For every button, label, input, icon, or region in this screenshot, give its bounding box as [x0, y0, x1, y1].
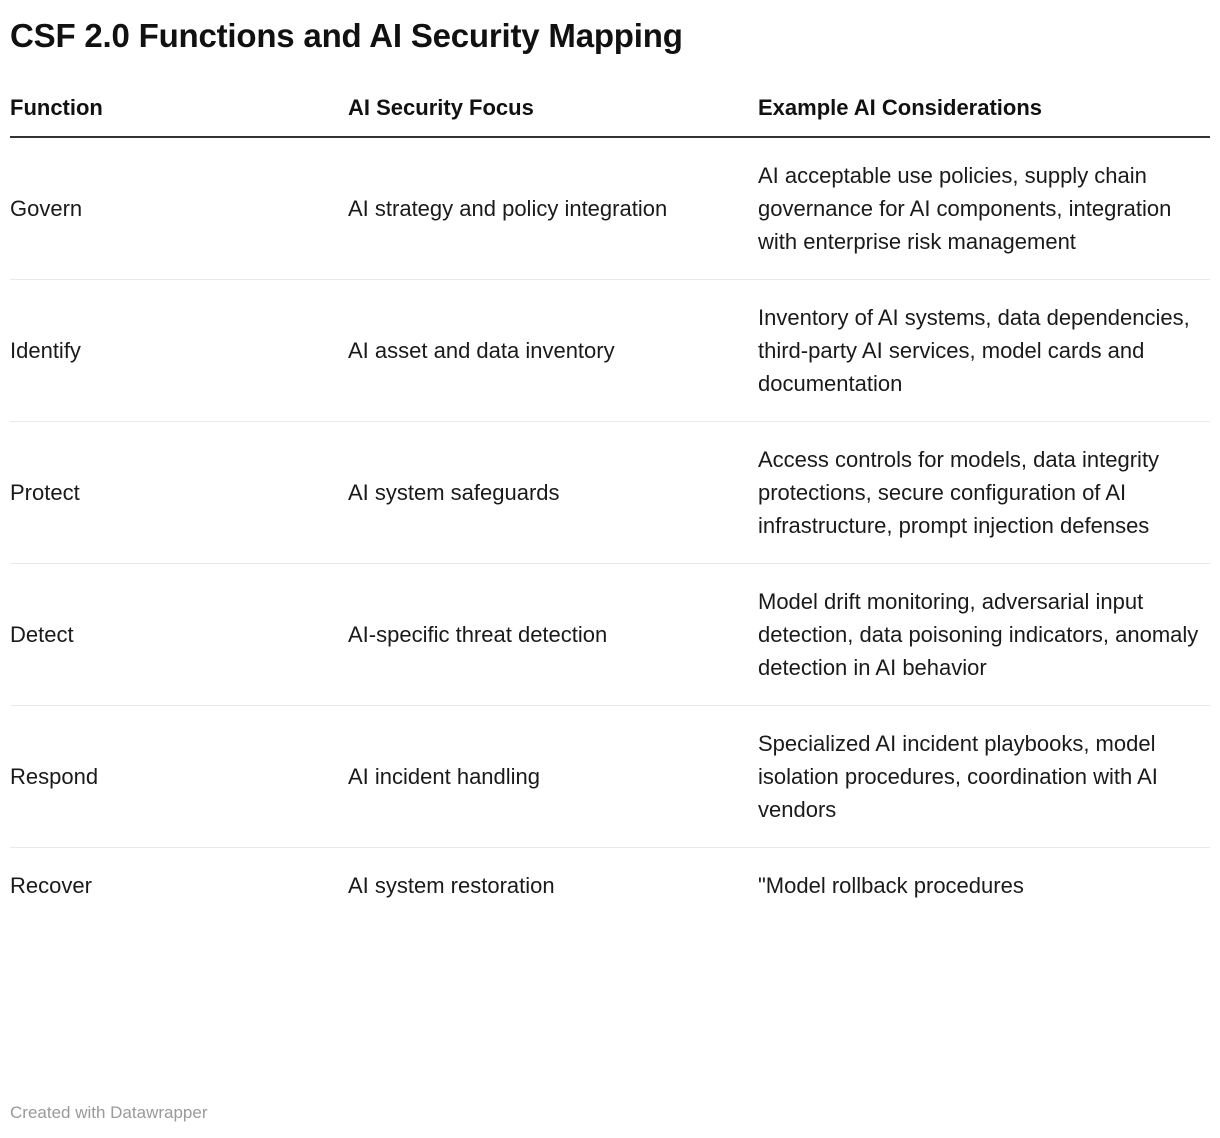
cell-considerations: Specialized AI incident playbooks, model…	[758, 705, 1210, 848]
column-header-considerations-label: Example AI Considerations	[758, 95, 1043, 120]
cell-function: Respond	[10, 705, 348, 848]
cell-function: Govern	[10, 137, 348, 280]
table-row: Respond AI incident handling Specialized…	[10, 705, 1210, 848]
cell-considerations: "Model rollback procedures	[758, 873, 1024, 898]
table-row: Protect AI system safeguards Access cont…	[10, 421, 1210, 564]
table-row: Detect AI-specific threat detection Mode…	[10, 563, 1210, 706]
column-header-function: Function	[10, 94, 348, 138]
column-header-focus-label: AI Security Focus	[348, 95, 534, 120]
table-row: Govern AI strategy and policy integratio…	[10, 137, 1210, 280]
cell-function: Recover	[10, 873, 92, 898]
cell-function: Protect	[10, 421, 348, 564]
table-row: Identify AI asset and data inventory Inv…	[10, 279, 1210, 422]
table-header: Function AI Security Focus Example AI Co…	[10, 94, 1210, 138]
cell-function: Identify	[10, 279, 348, 422]
cell-considerations: AI acceptable use policies, supply chain…	[758, 137, 1210, 280]
csf-mapping-table: Function AI Security Focus Example AI Co…	[10, 94, 1210, 923]
column-header-function-label: Function	[10, 95, 103, 120]
cell-considerations: Model drift monitoring, adversarial inpu…	[758, 563, 1210, 706]
cell-function: Detect	[10, 563, 348, 706]
cell-focus: AI strategy and policy integration	[348, 137, 758, 280]
cell-focus: AI system restoration	[348, 873, 555, 898]
datawrapper-credit: Created with Datawrapper	[10, 1103, 208, 1122]
table-header-row: Function AI Security Focus Example AI Co…	[10, 94, 1210, 138]
cell-considerations: Inventory of AI systems, data dependenci…	[758, 279, 1210, 422]
table-row: Recover AI system restoration "Model rol…	[10, 848, 1210, 924]
cell-considerations: Access controls for models, data integri…	[758, 421, 1210, 564]
cell-focus: AI-specific threat detection	[348, 563, 758, 706]
cell-focus: AI asset and data inventory	[348, 279, 758, 422]
table-body: Govern AI strategy and policy integratio…	[10, 137, 1210, 923]
column-header-focus: AI Security Focus	[348, 94, 758, 138]
cell-focus: AI incident handling	[348, 705, 758, 848]
page-title: CSF 2.0 Functions and AI Security Mappin…	[10, 17, 683, 54]
column-header-considerations: Example AI Considerations	[758, 94, 1210, 138]
cell-focus: AI system safeguards	[348, 421, 758, 564]
table-wrapper: Function AI Security Focus Example AI Co…	[10, 94, 1210, 923]
